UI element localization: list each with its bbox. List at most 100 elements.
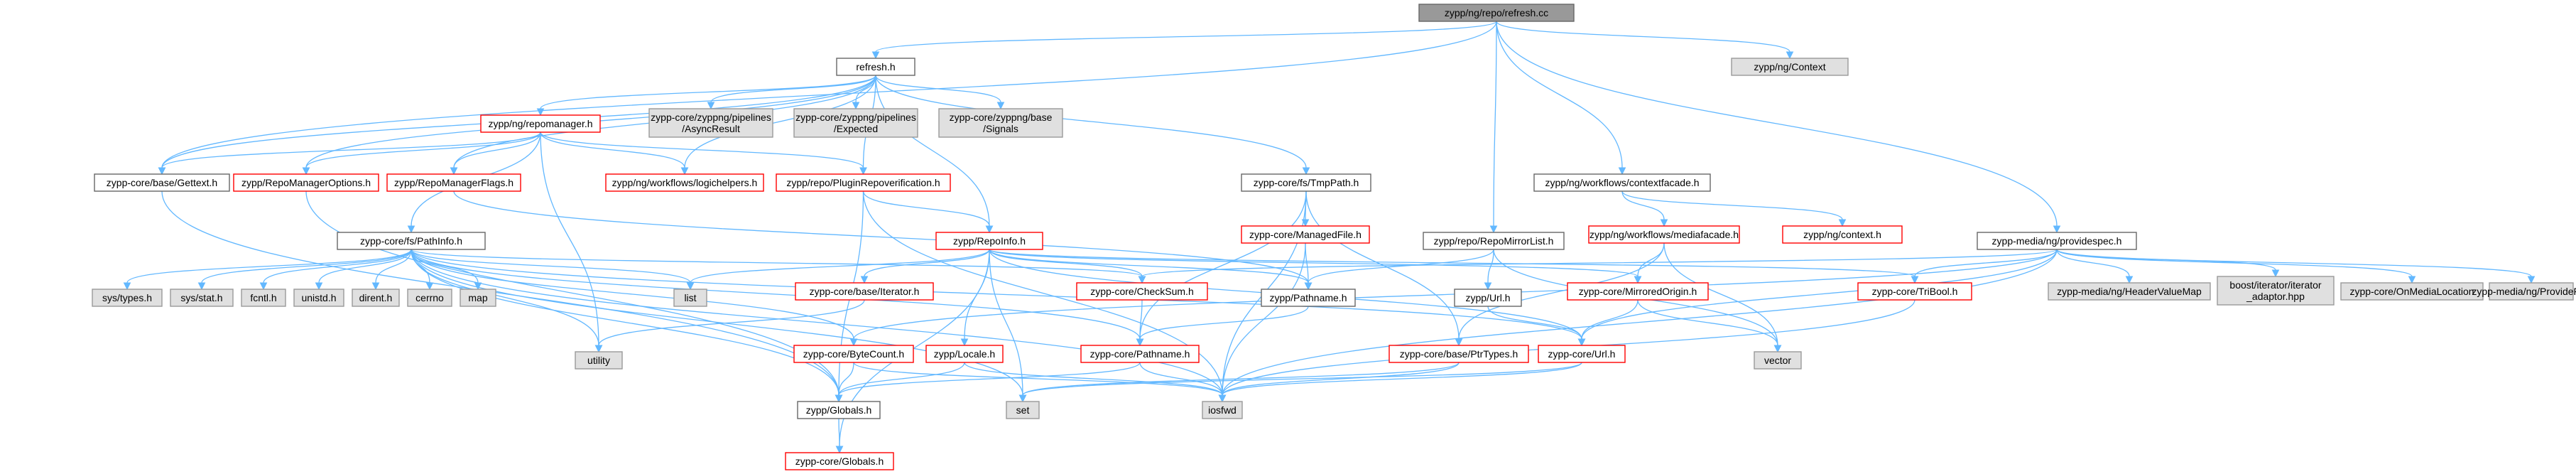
edge-ctxfacade-to-ngcontext [1621,190,1847,227]
node-ngcontext[interactable]: zypp/ng/context.h [1782,225,1903,244]
node-ctx[interactable]: zypp/ng/Context [1731,58,1849,76]
node-tribool[interactable]: zypp-core/TriBool.h [1857,282,1972,301]
node-box [1241,225,1370,244]
node-locale[interactable]: zypp/Locale.h [925,345,1004,363]
node-box [1202,401,1243,419]
node-mirrored[interactable]: zypp-core/MirroredOrigin.h [1567,282,1709,301]
edges-layer [123,21,2536,454]
node-box [2217,276,2335,306]
node-list[interactable]: list [673,289,707,307]
node-label: iosfwd [1208,404,1237,416]
node-logich[interactable]: zypp/ng/workflows/logichelpers.h [605,173,764,192]
node-box [673,289,707,307]
node-utility[interactable]: utility [575,351,623,370]
node-rmflags[interactable]: zypp/RepoManagerFlags.h [386,173,521,192]
node-tmppath[interactable]: zypp-core/fs/TmpPath.h [1241,173,1371,192]
edge-pathinfo-to-fcntl [259,249,412,291]
node-mediafacade[interactable]: zypp/ng/workflows/mediafacade.h [1588,225,1740,244]
node-repomgr[interactable]: zypp/ng/repomanager.h [480,114,601,133]
node-label: zypp/Pathname.h [1270,292,1347,303]
node-box [1418,4,1575,22]
edge-root-to-ctx [1496,21,1794,60]
edge-repomgr-to-pluginrv [540,131,867,176]
edge-tmppath-to-ptrtypes [1305,190,1463,347]
node-pathinfo[interactable]: zypp-core/fs/PathInfo.h [337,232,486,250]
node-iosfwd[interactable]: iosfwd [1202,401,1243,419]
node-label: zypp/ng/repo/refresh.cc [1445,7,1548,18]
node-label: zypp/Globals.h [806,404,872,416]
node-label: zypp-core/zyppng/base [950,112,1053,123]
node-asyncres[interactable]: zypp-core/zyppng/pipelines/AsyncResult [648,108,773,138]
node-pathname[interactable]: zypp/Pathname.h [1261,289,1356,307]
node-box [352,289,400,307]
node-label: utility [587,355,610,366]
node-cerrno[interactable]: cerrno [407,289,452,307]
node-label: dirent.h [359,292,393,303]
node-mirrorlist[interactable]: zypp/repo/RepoMirrorList.h [1423,232,1565,250]
node-onmedia[interactable]: zypp-core/OnMediaLocation [2340,282,2484,301]
node-label: /AsyncResult [682,123,740,134]
node-box [1857,282,1972,301]
node-headermap[interactable]: zypp-media/ng/HeaderValueMap [2048,282,2211,301]
node-boostiter[interactable]: boost/iterator/iterator_adaptor.hpp [2217,276,2335,306]
node-refresh_h[interactable]: refresh.h [836,58,915,76]
node-ptrtypes[interactable]: zypp-core/base/PtrTypes.h [1388,345,1529,363]
node-managedfile[interactable]: zypp-core/ManagedFile.h [1241,225,1370,244]
node-vector[interactable]: vector [1754,351,1802,370]
node-label: zypp-core/MirroredOrigin.h [1579,286,1697,297]
node-sysstat[interactable]: sys/stat.h [170,289,234,307]
node-unistd[interactable]: unistd.h [293,289,344,307]
node-bytecount[interactable]: zypp-core/ByteCount.h [793,345,914,363]
node-dirent[interactable]: dirent.h [352,289,400,307]
node-box [575,351,623,370]
node-root[interactable]: zypp/ng/repo/refresh.cc [1418,4,1575,22]
node-systypes[interactable]: sys/types.h [92,289,163,307]
node-ctxfacade[interactable]: zypp/ng/workflows/contextfacade.h [1533,173,1711,192]
node-zyppurl[interactable]: zypp/Url.h [1454,289,1522,307]
node-gettext[interactable]: zypp-core/base/Gettext.h [94,173,230,192]
edge-root-to-ctxfacade [1496,21,1626,176]
node-box [407,289,452,307]
node-label: zypp/RepoInfo.h [953,235,1026,247]
node-box [2489,282,2574,301]
node-checksum[interactable]: zypp-core/CheckSum.h [1076,282,1208,301]
node-label: map [468,292,487,303]
node-signals[interactable]: zypp-core/zyppng/base/Signals [938,108,1063,138]
node-globals[interactable]: zypp/Globals.h [797,401,881,419]
node-fcntl[interactable]: fcntl.h [241,289,286,307]
edge-ctxfacade-to-mediafacade [1621,190,1668,227]
node-label: zypp-core/base/PtrTypes.h [1400,348,1518,360]
node-box [785,452,894,470]
edge-coreurl-to-iosfwd [1218,362,1582,403]
node-label: zypp/RepoManagerOptions.h [241,177,371,188]
edge-root-to-mirrorlist [1489,21,1498,234]
node-box [935,232,1043,250]
node-label: zypp/Url.h [1465,292,1510,303]
node-pluginrv[interactable]: zypp/repo/PluginRepoverification.h [776,173,951,192]
node-label: zypp-core/base/Gettext.h [107,177,217,188]
edge-mirrored-to-vector [1637,299,1782,353]
node-rmopts[interactable]: zypp/RepoManagerOptions.h [233,173,379,192]
edge-repoinfo-to-iterator [860,249,990,284]
node-repoinfo[interactable]: zypp/RepoInfo.h [935,232,1043,250]
node-coreglobals[interactable]: zypp-core/Globals.h [785,452,894,470]
node-label: /Expected [834,123,878,134]
node-set[interactable]: set [1006,401,1040,419]
node-box [1731,58,1849,76]
node-box [793,108,918,138]
node-label: zypp-core/fs/TmpPath.h [1254,177,1359,188]
node-box [170,289,234,307]
node-providespec[interactable]: zypp-media/ng/providespec.h [1977,232,2137,250]
node-coreurl[interactable]: zypp-core/Url.h [1538,345,1626,363]
node-expected[interactable]: zypp-core/zyppng/pipelines/Expected [793,108,918,138]
edge-pathinfo-to-dirent [371,249,412,291]
node-iterator[interactable]: zypp-core/base/Iterator.h [795,282,934,301]
node-corepathname[interactable]: zypp-core/Pathname.h [1080,345,1200,363]
node-providefed[interactable]: zypp-media/ng/ProvideFed [2472,282,2576,301]
edge-refresh_h-to-repomgr [536,75,876,117]
node-map[interactable]: map [460,289,496,307]
edge-pathinfo-to-set [411,249,1027,403]
node-box [92,289,163,307]
node-label: zypp-core/Pathname.h [1090,348,1190,360]
